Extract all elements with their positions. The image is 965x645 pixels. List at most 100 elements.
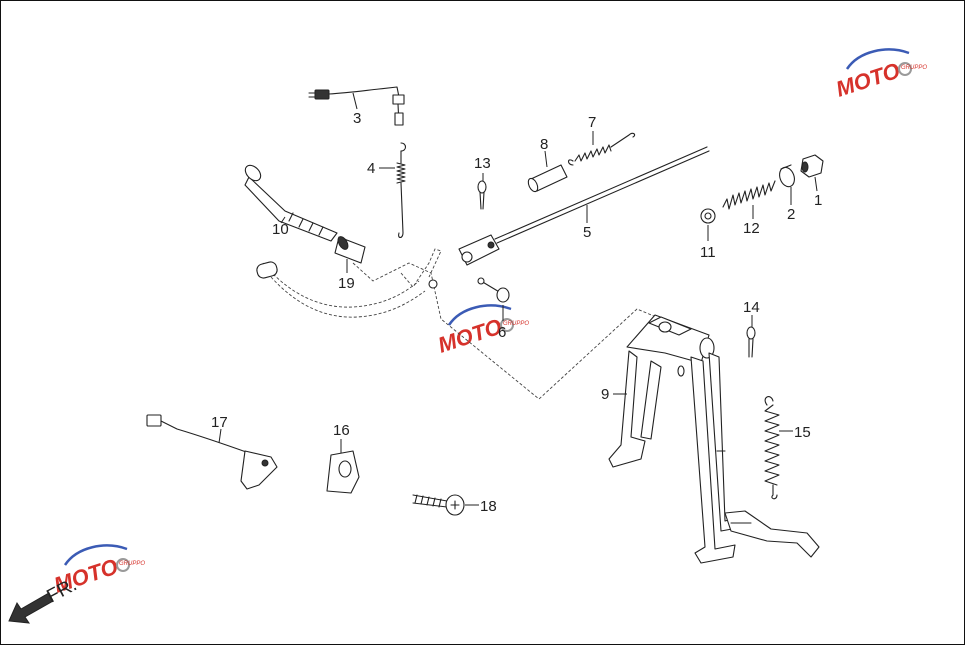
stand-mount-hole: [658, 321, 672, 333]
switch-wire: [160, 420, 250, 454]
callout-12: 12: [743, 220, 760, 237]
callout-10-leader: [280, 216, 286, 224]
kick-lever-phantom: [256, 248, 442, 318]
part-1-nut: [800, 154, 824, 192]
callout-14: 14: [743, 299, 760, 316]
watermark-gear: [500, 318, 514, 332]
callout-8-leader: [544, 150, 548, 168]
grip-ribs: [288, 212, 324, 236]
pin-end: [477, 277, 485, 285]
callout-5: 5: [583, 224, 591, 241]
callout-13: 13: [474, 155, 491, 172]
rod-line-bottom: [496, 150, 710, 244]
spring-hook-bottom: [771, 484, 778, 500]
stand-slot: [677, 365, 685, 377]
cable-fitting: [392, 94, 405, 105]
callout-18: 18: [480, 498, 497, 515]
spring-hook-left: [567, 159, 574, 166]
spring-hook-top: [400, 142, 407, 152]
callout-3-leader: [352, 92, 358, 110]
sleeve-opening: [337, 236, 349, 250]
grip-body: [244, 176, 338, 242]
part-11-washer: [700, 208, 716, 241]
connector-pins: [308, 92, 316, 98]
watermark-gear: [116, 558, 130, 572]
stand-left-brace: [640, 360, 662, 440]
watermark-sub: GRUPPO: [503, 321, 529, 327]
watermark-swoosh: [845, 48, 910, 70]
part-13-cotter-pin: [477, 173, 487, 210]
part-19-sleeve: [334, 236, 366, 273]
cable-end: [394, 112, 404, 126]
callout-2: 2: [787, 206, 795, 223]
callout-15: 15: [794, 424, 811, 441]
watermark-sub: GRUPPO: [901, 65, 927, 71]
watermark-brand: MOTO: [833, 58, 903, 102]
part-18-bolt: [412, 494, 479, 516]
part-14-cotter-pin: [746, 315, 756, 358]
cotter-pin-legs: [479, 191, 485, 210]
callout-10: 10: [272, 221, 289, 238]
kick-lever-arm-top: [262, 262, 420, 308]
callout-3: 3: [353, 110, 361, 127]
stand-right-brace: [708, 352, 744, 532]
spring-hook-top: [764, 396, 774, 406]
tube-end: [527, 177, 539, 193]
cotter-pin-head: [746, 326, 756, 340]
assembly-dashed-line: [352, 262, 662, 400]
callout-17: 17: [211, 414, 228, 431]
callout-16: 16: [333, 422, 350, 439]
callout-7: 7: [588, 114, 596, 131]
stand-pivot-tube: [699, 337, 715, 359]
washer-inner: [704, 212, 712, 220]
part-5-brake-rod: [458, 146, 710, 266]
callout-8: 8: [540, 136, 548, 153]
part-7-spring: [567, 131, 636, 166]
part-12-spring: [722, 180, 776, 219]
grip-end: [244, 164, 262, 182]
spring-coil: [574, 144, 612, 162]
cotter-pin-legs: [748, 338, 754, 358]
watermark-gear: [898, 62, 912, 76]
callout-9: 9: [601, 386, 609, 403]
spring-hook-right: [610, 132, 636, 148]
adjuster-body: [779, 166, 795, 188]
part-17-switch: [146, 414, 278, 490]
bolt-shaft: [412, 494, 448, 508]
cable-wire: [328, 86, 400, 98]
bolt-threads: [414, 494, 442, 508]
spring-coil: [764, 404, 780, 486]
spring-hook-bottom: [398, 182, 404, 239]
kick-lever-pivot: [428, 279, 438, 289]
stand-right-leg: [690, 356, 736, 564]
switch-connector: [146, 414, 162, 427]
part-4-spring: [379, 142, 407, 239]
rod-line-top: [494, 146, 708, 240]
watermark-top-right: MOTO GRUPPO: [833, 48, 927, 102]
stand-kick-foot: [724, 510, 820, 558]
clevis-hole: [461, 251, 473, 263]
adjuster-edge: [780, 164, 792, 170]
part-3-cable: [308, 86, 405, 126]
cover-hole: [338, 460, 352, 478]
part-6-pin: [477, 277, 510, 321]
callout-11: 11: [700, 244, 716, 261]
part-10-grip: [244, 164, 338, 242]
switch-screw: [261, 459, 269, 467]
front-arrow-icon: [8, 592, 54, 624]
watermark-swoosh: [63, 544, 128, 566]
watermark-swoosh: [447, 304, 512, 326]
stand-left-leg: [608, 350, 646, 468]
callout-1: 1: [814, 192, 822, 209]
kick-lever-bracket: [400, 248, 442, 288]
cotter-pin-head: [477, 180, 487, 194]
bolt-cross: [450, 500, 460, 510]
callout-19: 19: [338, 275, 355, 292]
part-16-cover: [326, 439, 360, 494]
cable-connector: [314, 89, 330, 100]
callout-6: 6: [498, 324, 506, 341]
nut-hole: [801, 161, 809, 173]
kick-lever-arm-bottom: [270, 276, 426, 318]
